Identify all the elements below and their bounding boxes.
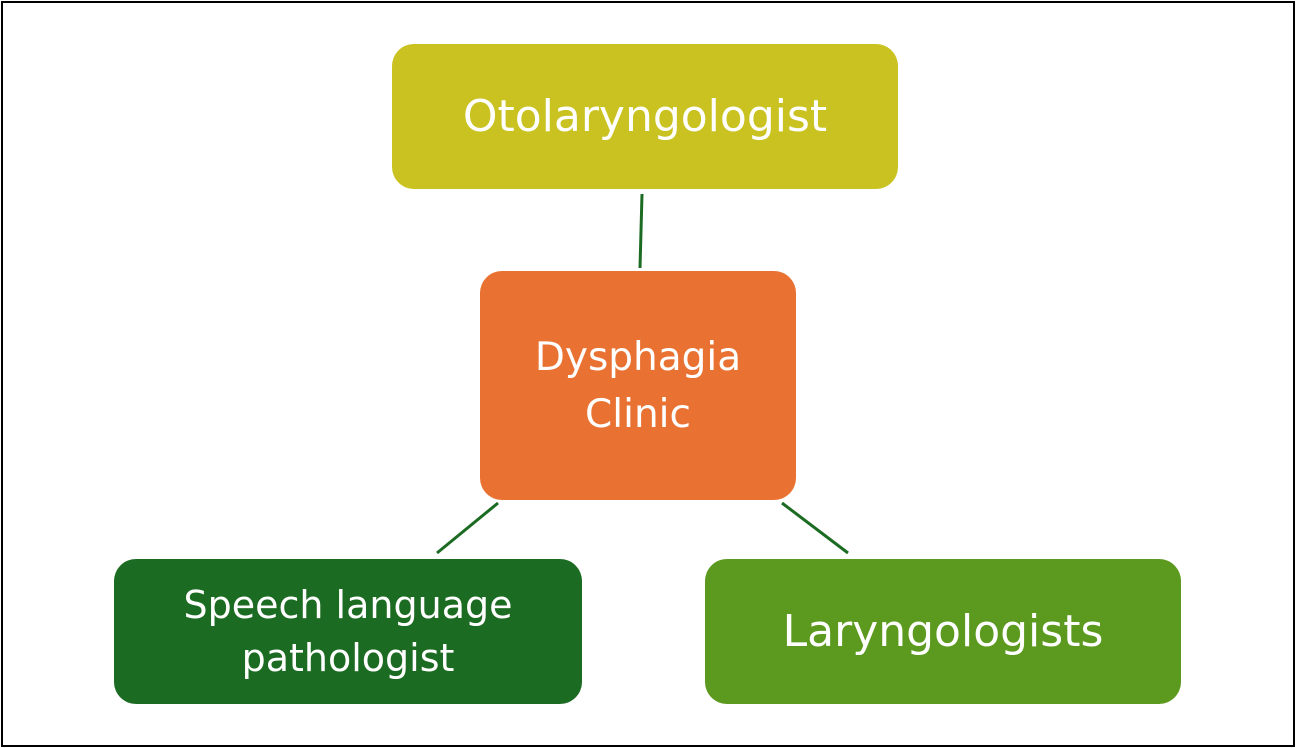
connector-center-right (781, 501, 849, 555)
node-laryngologists: Laryngologists (705, 559, 1181, 704)
node-dysphagia-clinic-line1: Dysphagia (534, 334, 742, 380)
connector-top-center (638, 193, 644, 269)
node-dysphagia-clinic-line2: Clinic (585, 391, 691, 437)
node-speech-language-pathologist-line2: pathologist (241, 635, 455, 680)
node-speech-language-pathologist: Speech language pathologist (114, 559, 582, 704)
connector-center-left (436, 501, 499, 555)
node-otolaryngologist-label: Otolaryngologist (462, 91, 828, 142)
node-dysphagia-clinic: Dysphagia Clinic (480, 271, 796, 500)
node-laryngologists-label: Laryngologists (782, 606, 1104, 657)
node-otolaryngologist: Otolaryngologist (392, 44, 898, 189)
node-speech-language-pathologist-line1: Speech language (183, 582, 513, 627)
